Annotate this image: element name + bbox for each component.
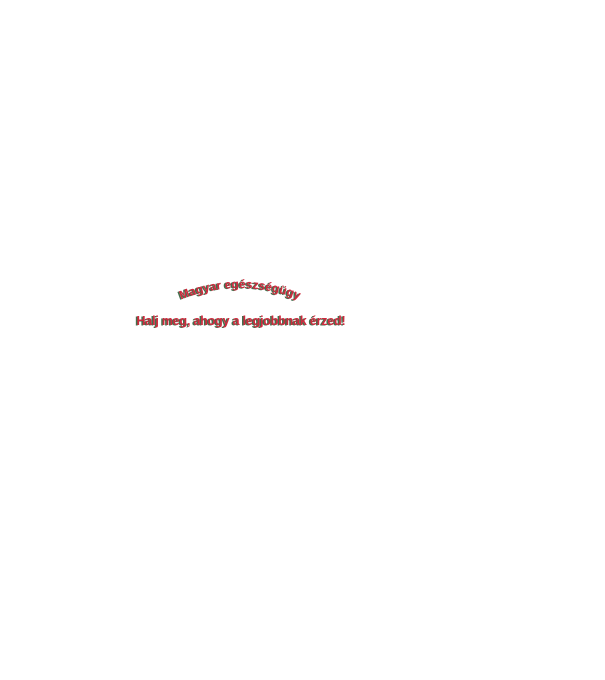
arched-title-text: Magyar egészségügy (177, 277, 303, 303)
slogan-shadow: Halj meg, ahogy a legjobbnak érzed! (134, 314, 345, 329)
slogan-text: Halj meg, ahogy a legjobbnak érzed! (136, 314, 346, 328)
arched-title: Magyar egészségügy Magyar egészségügy (176, 277, 303, 303)
